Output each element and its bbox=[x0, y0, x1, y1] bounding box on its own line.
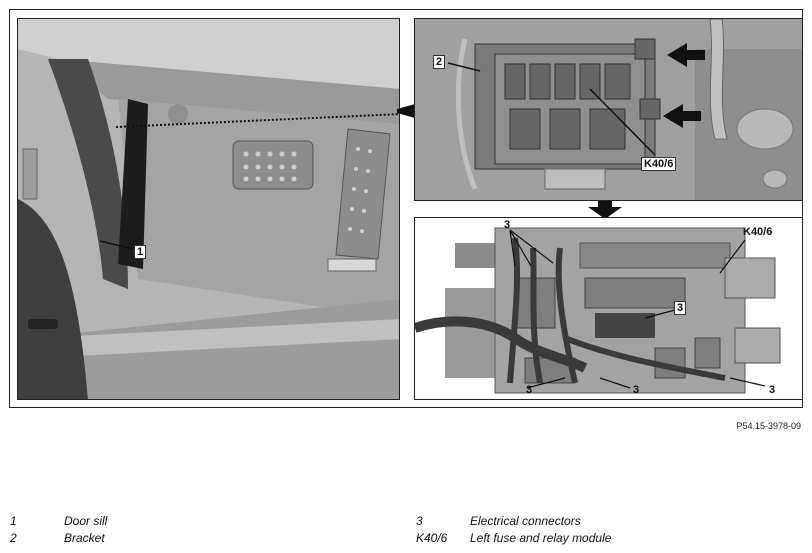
footwell-view: 1 bbox=[17, 18, 400, 400]
callout-connectors-bottom-left: 3 bbox=[526, 384, 533, 396]
callout-door-sill: 1 bbox=[134, 245, 147, 259]
footwell-illustration bbox=[18, 19, 399, 399]
down-arrow-icon bbox=[588, 201, 622, 219]
figure-reference: P54.15-3978-09 bbox=[736, 421, 801, 431]
bracket-view: 2 K40/6 bbox=[414, 18, 803, 201]
callout-connectors-bottom-right: 3 bbox=[769, 384, 776, 396]
callout-connectors-top: 3 bbox=[504, 219, 511, 231]
module-view: 3 3 3 3 3 K40/6 bbox=[414, 217, 803, 400]
legend-key: K40/6 bbox=[416, 531, 448, 545]
legend-key: 3 bbox=[416, 514, 423, 528]
legend-text: Left fuse and relay module bbox=[470, 531, 612, 545]
callout-connectors-mid: 3 bbox=[674, 301, 687, 315]
callout-connectors-bottom-mid: 3 bbox=[633, 384, 640, 396]
legend-text: Door sill bbox=[64, 514, 108, 528]
legend-key: 1 bbox=[10, 514, 17, 528]
bracket-illustration bbox=[415, 19, 802, 200]
legend-key: 2 bbox=[10, 531, 17, 545]
zoom-connector bbox=[397, 104, 415, 118]
legend-text: Electrical connectors bbox=[470, 514, 581, 528]
callout-module-bottom: K40/6 bbox=[743, 226, 773, 238]
module-illustration bbox=[415, 218, 802, 399]
callout-module-top: K40/6 bbox=[641, 157, 677, 171]
callout-bracket: 2 bbox=[433, 55, 446, 69]
legend-text: Bracket bbox=[64, 531, 105, 545]
